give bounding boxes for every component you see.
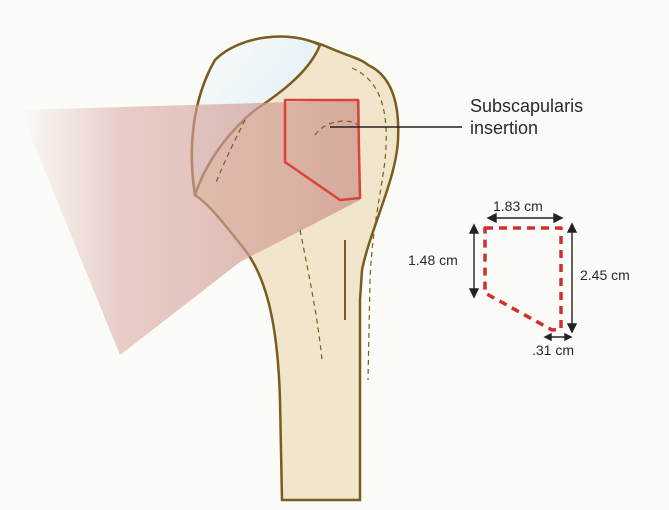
insertion-outline <box>283 98 362 202</box>
subscapularis-insertion-label: Subscapularis insertion <box>470 95 583 139</box>
dim-right-height: 2.45 cm <box>580 267 630 283</box>
insertion-template-dashed <box>483 226 563 332</box>
subscapularis-muscle-wedge <box>20 100 360 355</box>
dim-top-width: 1.83 cm <box>493 198 543 214</box>
dim-left-height: 1.48 cm <box>408 252 458 268</box>
callout-line-2: insertion <box>470 118 539 138</box>
callout-line-1: Subscapularis <box>470 96 584 116</box>
dim-bottom-offset: .31 cm <box>532 342 575 358</box>
